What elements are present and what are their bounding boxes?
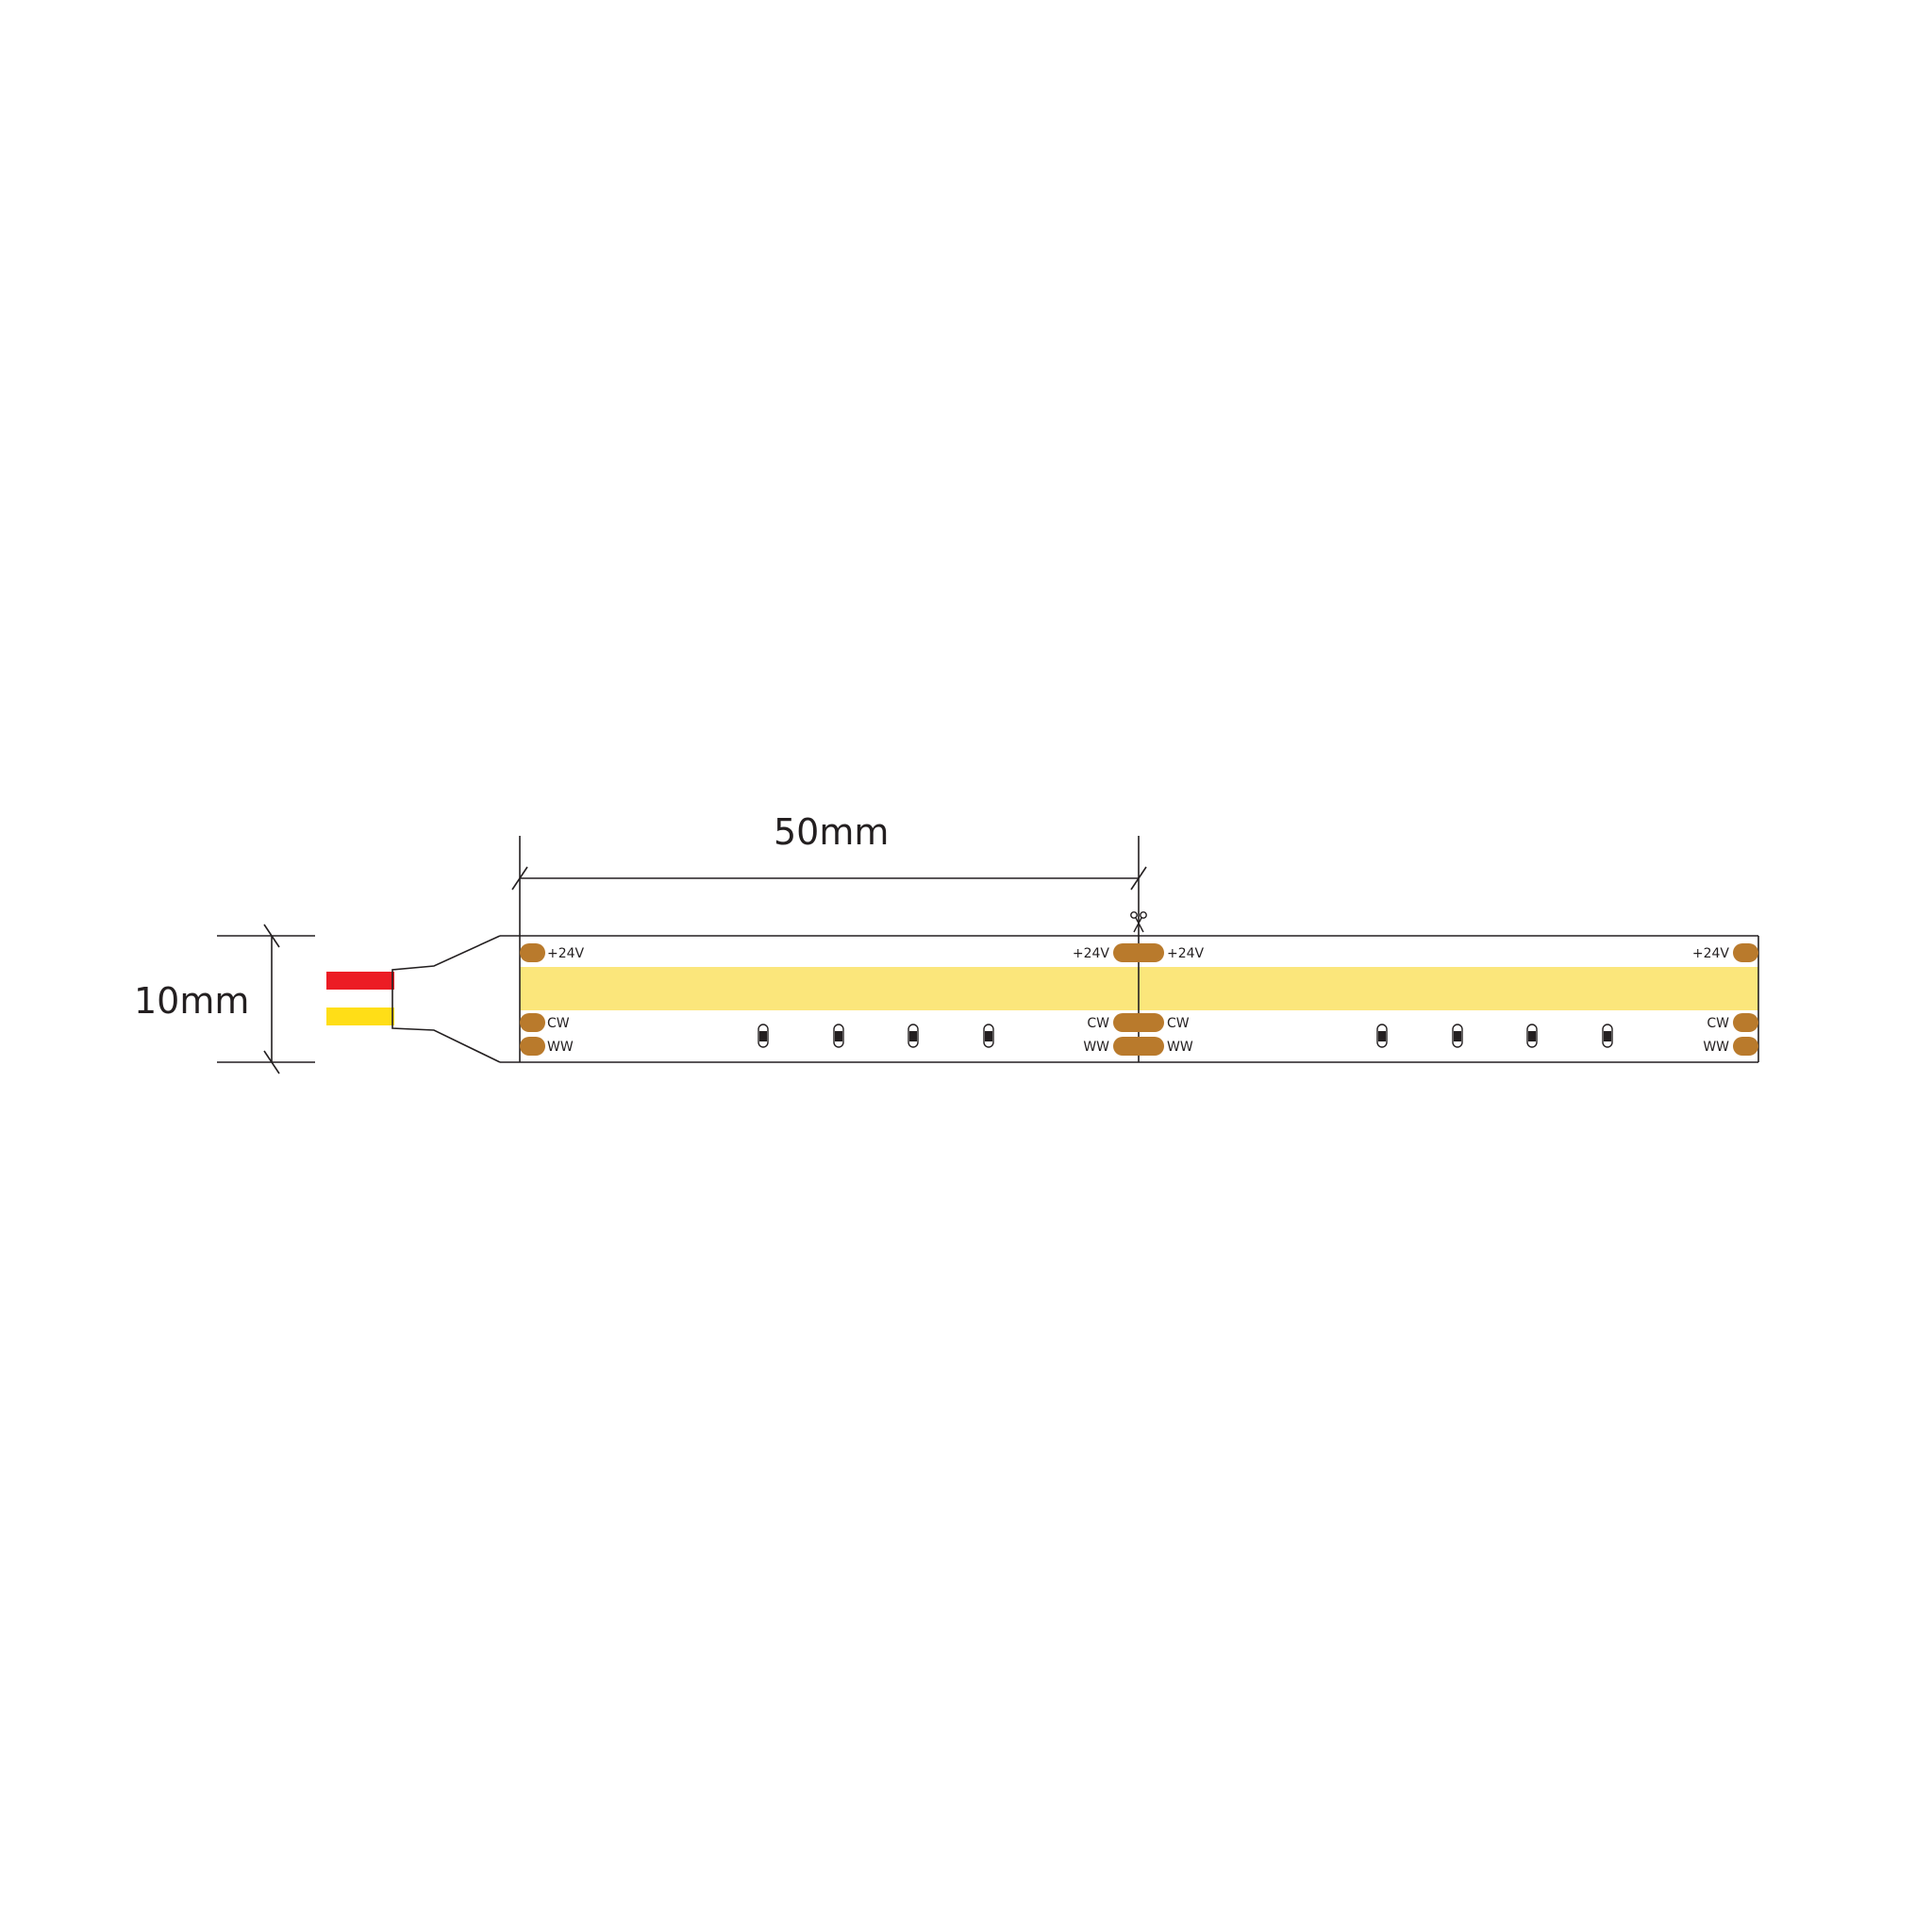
pad-label-cw: CW xyxy=(547,1016,570,1031)
height-dimension: 10mm xyxy=(134,924,315,1074)
height-label: 10mm xyxy=(134,980,249,1022)
strip-outline xyxy=(500,935,1759,1063)
solder-pad xyxy=(520,1037,545,1056)
pad-label-power: +24V xyxy=(547,946,585,961)
solder-pad xyxy=(1733,943,1758,962)
resistor xyxy=(758,1024,769,1048)
resistor xyxy=(983,1024,994,1048)
width-dimension: 50mm xyxy=(511,811,1147,1062)
pad-label-power: +24V xyxy=(1167,946,1205,961)
pad-label-cw: CW xyxy=(1707,1016,1729,1031)
scissors-icon xyxy=(1130,911,1147,933)
solder-pad xyxy=(520,943,545,962)
resistor xyxy=(833,1024,844,1048)
wire-white xyxy=(326,990,394,1008)
width-label: 50mm xyxy=(774,811,889,853)
pad-label-ww: WW xyxy=(1167,1040,1193,1055)
pad-label-power: +24V xyxy=(1073,946,1110,961)
solder-pad xyxy=(1113,1013,1164,1032)
solder-pad xyxy=(520,1013,545,1032)
resistor xyxy=(1526,1024,1538,1048)
resistor xyxy=(1376,1024,1388,1048)
resistors xyxy=(758,1024,1613,1048)
solder-pad xyxy=(1733,1013,1758,1032)
pad-label-power: +24V xyxy=(1692,946,1730,961)
connector-outline xyxy=(391,935,501,1063)
wire-bundle xyxy=(326,972,394,1025)
wire-yellow xyxy=(326,1008,394,1025)
resistor xyxy=(1452,1024,1463,1048)
solder-pad xyxy=(1733,1037,1758,1056)
solder-pad xyxy=(1113,943,1164,962)
solder-pad xyxy=(1113,1037,1164,1056)
resistor xyxy=(908,1024,919,1048)
wire-red xyxy=(326,972,394,990)
solder-pads xyxy=(520,943,1758,1056)
pad-label-ww: WW xyxy=(547,1040,574,1055)
resistor xyxy=(1602,1024,1613,1048)
pad-label-cw: CW xyxy=(1167,1016,1190,1031)
pad-label-ww: WW xyxy=(1703,1040,1729,1055)
pad-label-ww: WW xyxy=(1083,1040,1109,1055)
pad-labels: +24V CW WW +24V CW WW +24V CW WW +24V CW… xyxy=(547,946,1729,1055)
pad-label-cw: CW xyxy=(1087,1016,1109,1031)
